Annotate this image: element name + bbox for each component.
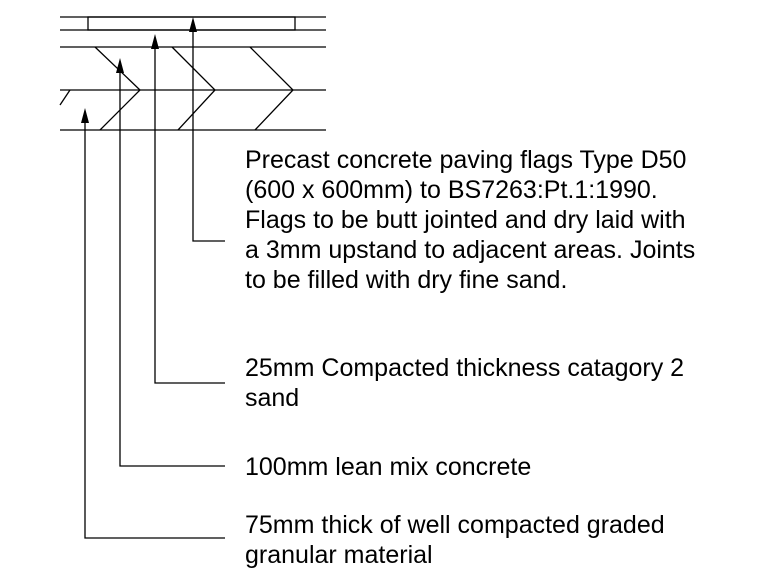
arrowhead-paving: [189, 17, 197, 32]
note-granular-material: 75mm thick of well compacted graded gran…: [245, 510, 665, 570]
note-line: Precast concrete paving flags Type D50: [245, 146, 687, 174]
note-lean-mix-concrete: 100mm lean mix concrete: [245, 452, 531, 482]
arrowhead-granular: [81, 108, 89, 123]
hatch-chevron: [249, 46, 294, 131]
leader-line-sand: [154, 47, 225, 384]
arrowhead-concrete: [116, 58, 124, 73]
note-line: Flags to be butt jointed and dry laid wi…: [245, 206, 686, 234]
hatch-chevron: [94, 46, 141, 131]
hatch-chevron: [171, 46, 216, 131]
leader-line-paving: [192, 30, 225, 242]
note-paving-flags: Precast concrete paving flags Type D50 (…: [245, 145, 695, 295]
leader-line-concrete: [119, 72, 225, 467]
arrowhead-sand: [151, 34, 159, 49]
note-line: (600 x 600mm) to BS7263:Pt.1:1990.: [245, 176, 658, 204]
note-sand: 25mm Compacted thickness catagory 2 sand: [245, 353, 684, 413]
note-line: 25mm Compacted thickness catagory 2: [245, 354, 685, 382]
note-line: to be filled with dry fine sand.: [245, 266, 568, 294]
leader-line-granular: [84, 122, 225, 539]
note-line: a 3mm upstand to adjacent areas. Joints: [245, 236, 696, 264]
note-line: 100mm lean mix concrete: [245, 453, 532, 481]
hatch-stroke: [59, 89, 71, 106]
note-line: 75mm thick of well compacted graded: [245, 511, 665, 539]
note-line: granular material: [245, 541, 433, 569]
note-line: sand: [245, 384, 300, 412]
